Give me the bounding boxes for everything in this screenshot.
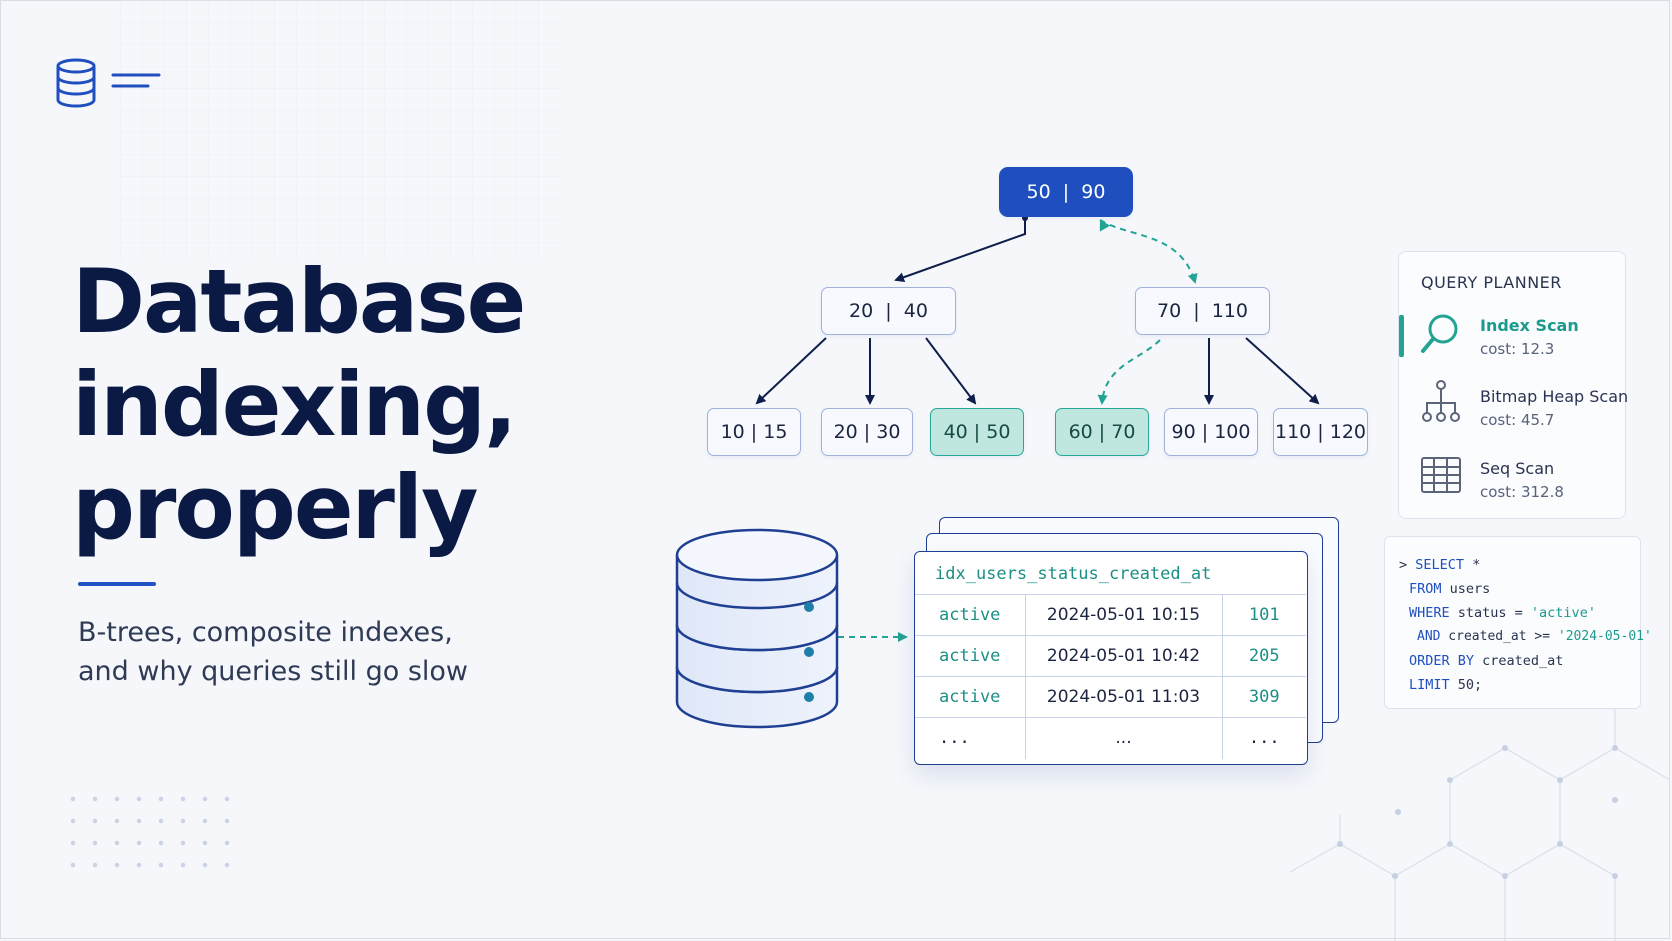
table-row: ... ... ... [915,717,1306,759]
query-planner-panel: QUERY PLANNER Index Scan cost: 12.3 Bitm… [1398,251,1629,519]
index-table: active 2024-05-01 10:15 101 active 2024-… [915,594,1306,759]
node-label: 60 | 70 [1068,421,1136,443]
database-cylinder-icon [675,528,839,729]
tree-icon [1422,380,1460,422]
index-cell-id: 309 [1221,676,1306,718]
btree-internal-node: 70 | 110 [1135,287,1270,335]
sql-keyword: LIMIT [1409,677,1450,693]
sql-keyword: SELECT [1415,557,1465,573]
decorative-dot-grid [62,788,232,868]
sql-snippet: > SELECT * FROM users WHERE status = 'ac… [1384,536,1652,709]
node-label: 20 | 40 [849,300,928,322]
sql-keyword: ORDER BY [1409,653,1475,669]
sql-text: * [1464,557,1481,573]
plan-name: Index Scan [1480,316,1579,335]
node-label: 10 | 15 [720,421,788,443]
plan-cost: cost: 45.7 [1480,411,1555,429]
btree-edges [755,216,1320,405]
btree-leaf-node: 110 | 120 [1273,408,1368,456]
index-cell-created-at: ... [1024,717,1222,759]
query-planner-title: QUERY PLANNER [1421,273,1562,292]
sql-line: ORDER BY created_at [1409,653,1563,669]
node-label: 40 | 50 [943,421,1011,443]
btree-leaf-node-highlighted: 40 | 50 [930,408,1024,456]
plan-item-bitmap-heap-scan[interactable]: Bitmap Heap Scan cost: 45.7 [1399,380,1629,445]
node-label: 90 | 100 [1171,421,1251,443]
sql-keyword: AND [1417,629,1441,644]
sql-prompt: > [1399,557,1408,573]
table-icon [1421,457,1461,493]
sql-text: users [1441,581,1491,597]
background-grid [120,0,560,260]
btree-internal-node: 20 | 40 [821,287,956,335]
hex-network-nodes [1337,745,1618,879]
node-label: 50 | 90 [1026,181,1106,203]
sql-string: 'active' [1530,605,1596,621]
sql-line: FROM users [1409,581,1490,597]
table-row: active 2024-05-01 10:42 205 [915,635,1306,677]
sql-text: 50; [1449,677,1483,693]
accent-divider [78,582,156,586]
index-cell-created-at: 2024-05-01 10:15 [1024,594,1222,636]
index-cell-created-at: 2024-05-01 10:42 [1024,635,1222,677]
index-name: idx_users_status_created_at [935,564,1212,584]
hex-network-decoration [1289,690,1671,941]
index-cell-status: active [915,635,1025,677]
subtitle-line: B-trees, composite indexes, [78,617,453,648]
plan-item-seq-scan[interactable]: Seq Scan cost: 312.8 [1399,457,1627,517]
node-label: 110 | 120 [1274,421,1366,443]
title-line: Database [72,250,526,353]
node-label: 20 | 30 [833,421,901,443]
table-row: active 2024-05-01 10:15 101 [915,594,1306,636]
sql-line: AND created_at >= '2024-05-01' [1417,629,1652,644]
node-label: 70 | 110 [1156,300,1248,322]
index-cell-created-at: 2024-05-01 11:03 [1024,676,1222,718]
btree-leaf-node: 20 | 30 [821,408,913,456]
index-cell-status: ... [915,717,1025,759]
subtitle: B-trees, composite indexes, and why quer… [78,613,468,691]
sql-line: > SELECT * [1399,557,1480,573]
sql-line: WHERE status = 'active' [1409,605,1596,621]
plan-name: Seq Scan [1480,459,1555,478]
index-cell-id: ... [1221,717,1306,759]
index-cell-status: active [915,594,1025,636]
sql-string: '2024-05-01' [1557,629,1652,644]
title-line: indexing, [72,353,517,456]
sql-line: LIMIT 50; [1409,677,1482,693]
plan-name: Bitmap Heap Scan [1480,387,1629,406]
plan-cost: cost: 312.8 [1480,483,1564,501]
index-cell-id: 205 [1221,635,1306,677]
sql-keyword: FROM [1409,581,1442,597]
plan-cost: cost: 12.3 [1480,340,1555,358]
sql-text: created_at >= [1440,629,1558,644]
sql-text: created_at [1474,653,1564,669]
index-card: idx_users_status_created_at active 2024-… [914,551,1308,765]
subtitle-line: and why queries still go slow [78,656,469,687]
index-cell-status: active [915,676,1025,718]
page-title: Database indexing, properly [72,250,526,559]
active-plan-indicator [1399,315,1404,357]
search-icon [1421,314,1458,353]
btree-leaf-node: 90 | 100 [1164,408,1258,456]
btree-leaf-node-highlighted: 60 | 70 [1055,408,1149,456]
btree-leaf-node: 10 | 15 [707,408,801,456]
sql-text: status = [1449,605,1531,621]
index-cell-id: 101 [1221,594,1306,636]
title-line: properly [72,456,478,559]
search-path [838,219,1198,642]
database-menu-icon [56,58,168,114]
plan-item-index-scan[interactable]: Index Scan cost: 12.3 [1399,314,1627,374]
btree-root-node: 50 | 90 [999,167,1133,217]
table-row: active 2024-05-01 11:03 309 [915,676,1306,718]
sql-keyword: WHERE [1409,605,1450,621]
